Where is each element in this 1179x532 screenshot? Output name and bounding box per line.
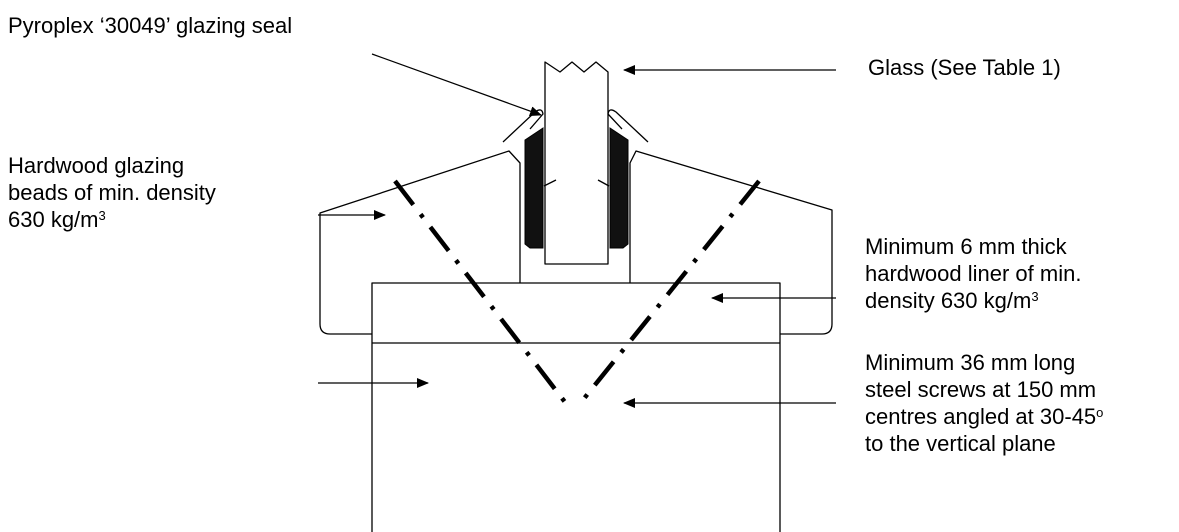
liner-line-2: hardwood liner of min. [865,261,1082,286]
liner-density-superscript: 3 [1031,289,1039,304]
seal-leader-arrow [371,53,542,116]
left-seal-hook [543,179,557,187]
right-glazing-bead [629,150,833,335]
liner-density-text: density 630 kg/m [865,288,1032,313]
steel-screws-label: Minimum 36 mm long steel screws at 150 m… [865,349,1103,457]
liner-line-3: density 630 kg/m3 [865,287,1081,314]
screws-line-3: centres angled at 30-45o [865,403,1103,430]
beads-density-superscript: 3 [98,208,106,223]
glass-text: Glass (See Table 1) [868,55,1061,80]
frame-outline [371,282,781,532]
right-seal-hook [597,179,610,187]
right-seal-lip [607,109,649,143]
screws-degree-superscript: o [1096,405,1104,420]
left-screw-line [393,179,570,408]
left-glazing-bead [319,150,521,335]
beads-density-text: 630 kg/m [8,207,99,232]
glazing-seal-label: Pyroplex ‘30049’ glazing seal [8,12,292,39]
liner-line-1: Minimum 6 mm thick [865,234,1067,259]
screws-line-2: steel screws at 150 mm [865,377,1097,402]
screws-angle-text: centres angled at 30-45 [865,404,1097,429]
hardwood-liner-label: Minimum 6 mm thick hardwood liner of min… [865,233,1081,314]
glazing-seal-text: Pyroplex ‘30049’ glazing seal [8,13,293,38]
right-screw-line [576,179,761,408]
screws-line-4: to the vertical plane [865,431,1056,456]
glass-label: Glass (See Table 1) [868,54,1061,81]
glazing-beads-label: Hardwood glazing beads of min. density 6… [8,152,216,233]
screws-line-1: Minimum 36 mm long [865,350,1076,375]
beads-line-2: beads of min. density [8,180,216,205]
glass-pane [544,61,609,265]
left-seal-strip [524,127,544,249]
right-seal-strip [609,127,629,249]
beads-line-1: Hardwood glazing [8,153,185,178]
beads-line-3: 630 kg/m3 [8,206,216,233]
